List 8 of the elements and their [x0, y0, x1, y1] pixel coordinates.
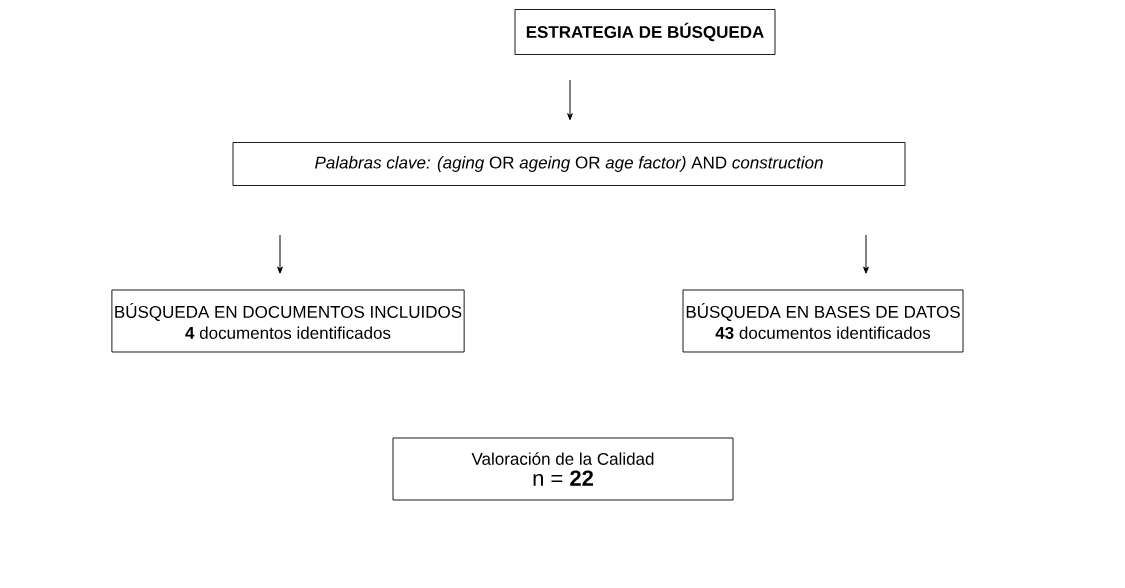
arrow [567, 79, 573, 121]
process-box: BÚSQUEDA EN DOCUMENTOS INCLUIDOS 4 documentos identificados [111, 289, 465, 353]
arrow [277, 234, 283, 274]
process-box: ESTRATEGIA DE BÚSQUEDA [514, 9, 776, 55]
process-box: BÚSQUEDA EN BASES DE DATOS 43 documentos identificados [682, 289, 964, 353]
process-box: Valoración de la Calidad n = 22 [392, 437, 734, 501]
arrow [863, 234, 869, 274]
process-box: Palabras clave: (aging OR ageing OR age factor) AND construction [232, 142, 906, 186]
